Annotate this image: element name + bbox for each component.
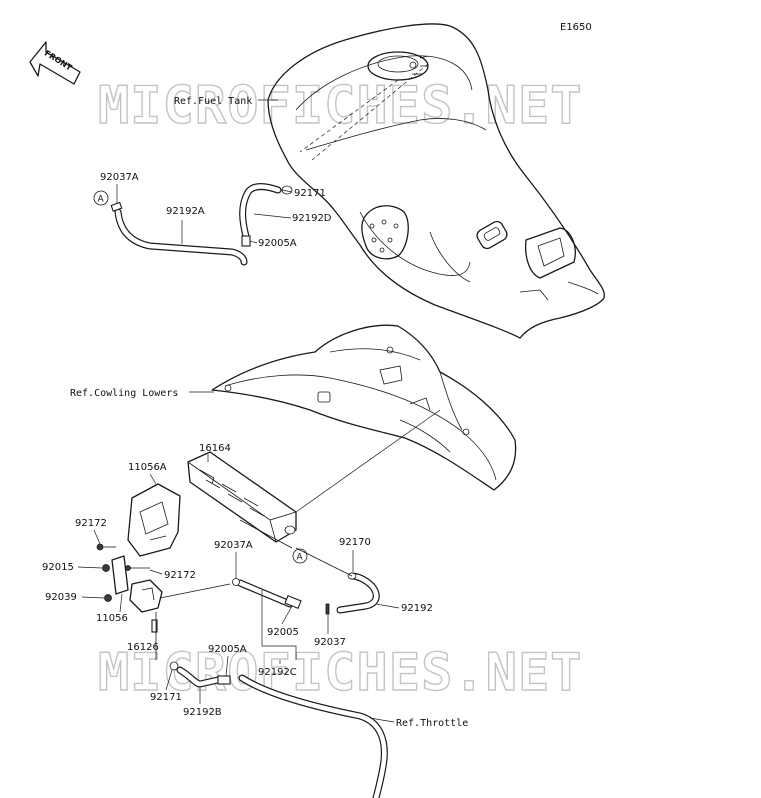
hose-92192C bbox=[232, 578, 302, 610]
callout-a-top: A bbox=[93, 190, 109, 206]
front-arrow-icon: FRONT bbox=[29, 41, 81, 85]
label-92192B: 92192B bbox=[183, 707, 222, 718]
canister-16164 bbox=[187, 451, 297, 549]
watermark-bottom: MICROFICHES.NET bbox=[98, 643, 583, 703]
label-16164: 16164 bbox=[199, 443, 231, 454]
bracket-11056 bbox=[96, 543, 129, 602]
hose-92192 bbox=[295, 547, 380, 615]
label-92015: 92015 bbox=[42, 562, 74, 573]
label-92037A-mid: 92037A bbox=[214, 540, 253, 551]
hose-92192A-upper bbox=[110, 183, 293, 266]
svg-text:A: A bbox=[297, 553, 304, 563]
ref-fuel-tank: Ref.Fuel Tank bbox=[174, 96, 252, 107]
throttle-hose bbox=[238, 674, 388, 798]
label-92172-left: 92172 bbox=[75, 518, 107, 529]
label-92171-top: 92171 bbox=[294, 188, 326, 199]
label-92192A: 92192A bbox=[166, 206, 205, 217]
label-92037A-top: 92037A bbox=[100, 172, 139, 183]
label-92005A-bot: 92005A bbox=[208, 644, 247, 655]
label-92192D: 92192D bbox=[292, 213, 332, 224]
label-92192C: 92192C bbox=[258, 667, 297, 678]
label-11056: 11056 bbox=[96, 613, 128, 624]
label-92037: 92037 bbox=[314, 637, 346, 648]
label-92192: 92192 bbox=[401, 603, 433, 614]
label-16126: 16126 bbox=[127, 642, 159, 653]
hose-92192B bbox=[169, 661, 231, 688]
label-92039: 92039 bbox=[45, 592, 77, 603]
label-92005: 92005 bbox=[267, 627, 299, 638]
watermark-top: MICROFICHES.NET bbox=[98, 76, 583, 136]
figure-code: E1650 bbox=[560, 22, 592, 33]
valve-16126 bbox=[129, 579, 231, 660]
label-92172-mid: 92172 bbox=[164, 570, 196, 581]
ref-throttle: Ref.Throttle bbox=[396, 718, 468, 729]
svg-text:A: A bbox=[98, 195, 105, 205]
label-92170: 92170 bbox=[339, 537, 371, 548]
cowling-lower-drawing bbox=[211, 324, 517, 491]
label-11056A: 11056A bbox=[128, 462, 167, 473]
callout-a-mid: A bbox=[292, 548, 308, 564]
fuel-tank-drawing bbox=[267, 23, 605, 339]
ref-cowling-lowers: Ref.Cowling Lowers bbox=[70, 388, 178, 399]
label-92171-bot: 92171 bbox=[150, 692, 182, 703]
label-92005A-top: 92005A bbox=[258, 238, 297, 249]
bracket-11056A bbox=[127, 483, 181, 557]
